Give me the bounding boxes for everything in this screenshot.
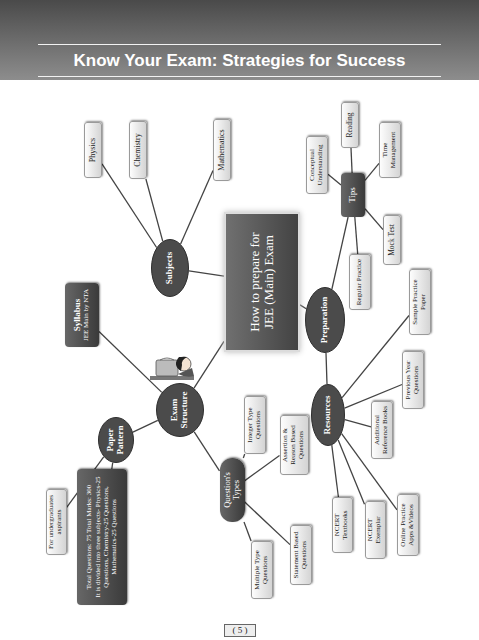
node-text: Chemistry <box>134 133 143 166</box>
branch-line <box>244 522 251 541</box>
branch-line <box>133 420 158 432</box>
topic-box: Sample Practice Paper <box>409 269 431 335</box>
node-text: Mathematics <box>218 129 227 170</box>
topic-box: Conceptual Understanding <box>306 136 328 194</box>
branch-line <box>245 502 291 545</box>
dark-box: Tips <box>341 173 365 217</box>
node-text: It is divided into three subjects- Physi… <box>95 473 118 601</box>
node-text: Resources <box>323 396 333 435</box>
node-text: Previous Year Questions <box>405 355 420 405</box>
branch-line <box>351 148 352 173</box>
node-text: Total Questions: 75 Total Marks: 300 <box>86 485 94 589</box>
topic-box: Regular Practice <box>349 254 371 310</box>
topic-box: Online Practice Apps &Videos <box>397 494 419 556</box>
branch-line <box>332 217 348 289</box>
topic-box: Statement Based Questions <box>290 525 312 585</box>
central-topic: How to prepare for JEE (Main) Exam <box>224 212 300 352</box>
node-text: Preparation <box>320 297 330 343</box>
node-text: Conceptual Understanding <box>309 140 324 190</box>
node-text: Syllabus <box>73 299 83 332</box>
node-text: Reading <box>346 113 354 138</box>
node-text: Tips <box>348 187 358 203</box>
node-text: JEE Main by NTA <box>83 289 91 341</box>
node-text: Exam Structure <box>170 388 190 432</box>
node-text: Physics <box>89 138 98 162</box>
branch-line <box>243 454 244 458</box>
topic-box: Additional Reference Books <box>371 401 393 459</box>
branch-line <box>345 420 371 427</box>
node-text: Sample Practice Paper <box>412 273 427 331</box>
branch-line <box>194 341 224 388</box>
node-text: Subjects <box>165 252 175 285</box>
branch-ellipse: Paper Pattern <box>98 417 134 463</box>
page-number: ( 5 ) <box>224 624 256 637</box>
node-text: For undergraduates aspirants <box>48 493 63 551</box>
branch-ellipse: Preparation <box>305 287 345 353</box>
dark-box: Total Questions: 75 Total Marks: 300It i… <box>77 469 127 605</box>
topic-box: Assertion & Reason Based Questions <box>280 415 309 475</box>
branch-line <box>355 217 358 254</box>
node-text: Online Practice Apps &Videos <box>400 498 415 552</box>
branch-line <box>189 271 224 276</box>
node-text: Mock Test <box>388 224 396 256</box>
node-text: Additional Reference Books <box>374 405 389 455</box>
topic-box: Integer Type Questions <box>244 396 266 454</box>
node-text: NCERT Exemplar <box>367 505 382 555</box>
page-title: Know Your Exam: Strategies for Success <box>0 50 479 72</box>
topic-box: Physics <box>84 122 102 178</box>
branch-line <box>365 209 383 230</box>
branch-line <box>181 170 213 244</box>
node-text: NCERT Textbooks <box>334 501 349 549</box>
dark-box: SyllabusJEE Main by NTA <box>65 283 99 347</box>
mind-map: How to prepare for JEE (Main) Exam Subjec… <box>0 82 479 630</box>
rule-line <box>38 76 441 77</box>
topic-box: Mathematics <box>213 119 231 181</box>
branch-line <box>99 332 162 393</box>
node-text: Statement Based Questions <box>293 529 308 581</box>
branch-ellipse: Subjects <box>151 239 189 297</box>
branch-line <box>365 163 379 180</box>
topic-box: Reading <box>341 102 359 148</box>
node-text: Question's Types <box>223 462 242 518</box>
dark-box: Question's Types <box>220 458 245 522</box>
topic-box: Previous Year Questions <box>402 351 424 409</box>
node-text: Paper Pattern <box>106 422 126 458</box>
topic-box: Time Management <box>379 122 401 178</box>
node-text: Multiple Type Questions <box>254 545 269 595</box>
branch-line <box>300 305 306 309</box>
branch-line <box>332 445 339 497</box>
branch-line <box>245 456 280 481</box>
branch-line <box>146 179 163 241</box>
topic-box: NCERT Exemplar <box>365 501 386 559</box>
node-text: Integer Type Questions <box>247 400 262 450</box>
node-text: How to prepare for JEE (Main) Exam <box>248 222 277 342</box>
topic-box: Mock Test <box>383 215 401 265</box>
node-text: Regular Practice <box>356 259 364 305</box>
branch-line <box>194 432 219 471</box>
node-text: Assertion & Reason Based Questions <box>282 419 305 471</box>
branch-line <box>328 174 341 185</box>
topic-box: Chemistry <box>129 121 147 179</box>
topic-box: NCERT Textbooks <box>332 497 353 553</box>
topic-box: Multiple Type Questions <box>251 541 273 599</box>
rule-line <box>38 44 441 45</box>
branch-ellipse: Exam Structure <box>156 383 204 437</box>
topic-box: For undergraduates aspirants <box>46 489 67 555</box>
branch-ellipse: Resources <box>311 384 345 446</box>
node-text: Time Management <box>382 126 397 174</box>
branch-line <box>326 353 327 384</box>
branch-line <box>338 440 364 504</box>
student-illustration <box>150 357 194 380</box>
